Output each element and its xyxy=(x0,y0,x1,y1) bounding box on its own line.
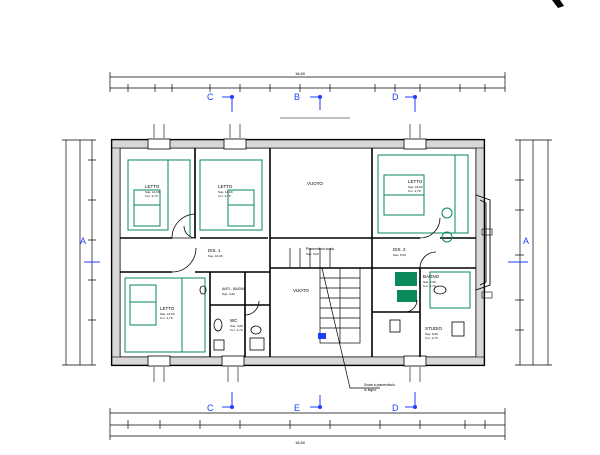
section-marker-top-d: D xyxy=(392,92,399,102)
room-bed4-info-1: Sup. 18,00 xyxy=(408,185,423,189)
room-study-info-1: Sup. 9,00 xyxy=(425,332,438,336)
room-bed2-title: LETTO xyxy=(218,184,233,189)
room-landing-info: Sup. 5,00 xyxy=(306,252,319,256)
top-window-marks xyxy=(153,124,421,138)
room-bed2-info-2: h.m. 2,70 xyxy=(218,194,231,198)
left-dimension-lines xyxy=(62,139,96,366)
section-marker-bottom-c: C xyxy=(207,403,214,413)
section-labels: C B D C E D A A xyxy=(80,92,529,413)
north-arrow-icon xyxy=(552,0,564,8)
bedroom-1-furniture xyxy=(127,159,191,236)
room-void-top-title: VUOTO xyxy=(307,181,323,186)
wc-fixtures xyxy=(199,285,465,351)
room-study-title: STUDIO xyxy=(425,326,443,331)
top-overall-dimension: 16,60 xyxy=(295,71,306,76)
bottom-window-marks xyxy=(153,367,421,382)
section-arrowheads xyxy=(230,95,417,409)
room-bed2-info-1: Sup. 14,00 xyxy=(218,190,233,194)
right-dimension-lines xyxy=(515,139,552,366)
staircase xyxy=(289,248,361,344)
room-bed4-info-2: h.m. 2,70 xyxy=(408,189,421,193)
wall-fills xyxy=(111,139,485,366)
stair-note-line-2: in legno xyxy=(364,388,376,392)
top-windows xyxy=(147,138,427,150)
bottom-overall-dimension: 16,60 xyxy=(295,440,306,445)
room-bed1-title: LETTO xyxy=(145,184,160,189)
bedroom-4-furniture xyxy=(377,154,469,243)
room-wc-info-2: h.m. 2,70 xyxy=(230,328,243,332)
room-wc-info-1: Sup. 4,00 xyxy=(230,324,243,328)
room-labels: LETTO Sup. 14,00 h.m. 2,70 LETTO Sup. 14… xyxy=(145,179,443,392)
room-dis2-title: DIS. 2 xyxy=(393,247,406,252)
top-dimension-lines xyxy=(109,72,506,92)
room-dis1-info: Sup. 10,00 xyxy=(208,254,223,258)
room-bed1-info-1: Sup. 14,00 xyxy=(145,190,160,194)
bottom-dimension-lines xyxy=(109,408,506,440)
room-study-info-2: h.m. 2,70 xyxy=(425,336,438,340)
room-bed3-title: LETTO xyxy=(160,306,175,311)
section-marker-left-a: A xyxy=(80,236,86,246)
right-bay-window xyxy=(475,194,491,291)
room-bed1-info-2: h.m. 2,70 xyxy=(145,194,158,198)
stair-note-leader xyxy=(321,267,380,389)
bedroom-2-furniture xyxy=(199,159,263,231)
section-marker-top-c: C xyxy=(207,92,214,102)
door-swings xyxy=(171,213,441,316)
stair-note-line-1: Scala a pianerottolo xyxy=(364,383,395,387)
bedroom-3-furniture xyxy=(124,277,206,353)
room-antibagno-title: ANTI - BAGNO xyxy=(222,287,246,291)
room-dis2-info: Sup. 6,00 xyxy=(393,253,406,257)
room-dis1-title: DIS. 1 xyxy=(208,248,221,253)
room-bed4-title: LETTO xyxy=(408,179,423,184)
level-marks xyxy=(481,228,493,299)
stair-section-marker xyxy=(318,333,326,339)
section-marker-bottom-e: E xyxy=(294,403,300,413)
interior-walls xyxy=(120,148,476,357)
room-landing-title: Pianerottolo scala xyxy=(306,247,334,251)
room-bed3-info-2: h.m. 2,70 xyxy=(160,316,173,320)
room-antibagno-info: Sup. 3,00 xyxy=(222,292,235,296)
bottom-windows xyxy=(147,355,427,367)
room-bed3-info-1: Sup. 14,00 xyxy=(160,312,175,316)
bathroom-fixtures xyxy=(395,271,471,309)
section-marker-bottom-d: D xyxy=(392,403,399,413)
room-bathroom-title: BAGNO xyxy=(423,274,440,279)
section-marker-top-b: B xyxy=(294,92,300,102)
room-void-bottom-title: VUOTO xyxy=(293,288,309,293)
section-marker-right-a: A xyxy=(523,236,529,246)
room-wc-title: WC xyxy=(230,318,238,323)
room-bathroom-info-1: Sup. 7,00 xyxy=(423,280,436,284)
room-bathroom-info-2: h.m. 2,70 xyxy=(423,284,436,288)
